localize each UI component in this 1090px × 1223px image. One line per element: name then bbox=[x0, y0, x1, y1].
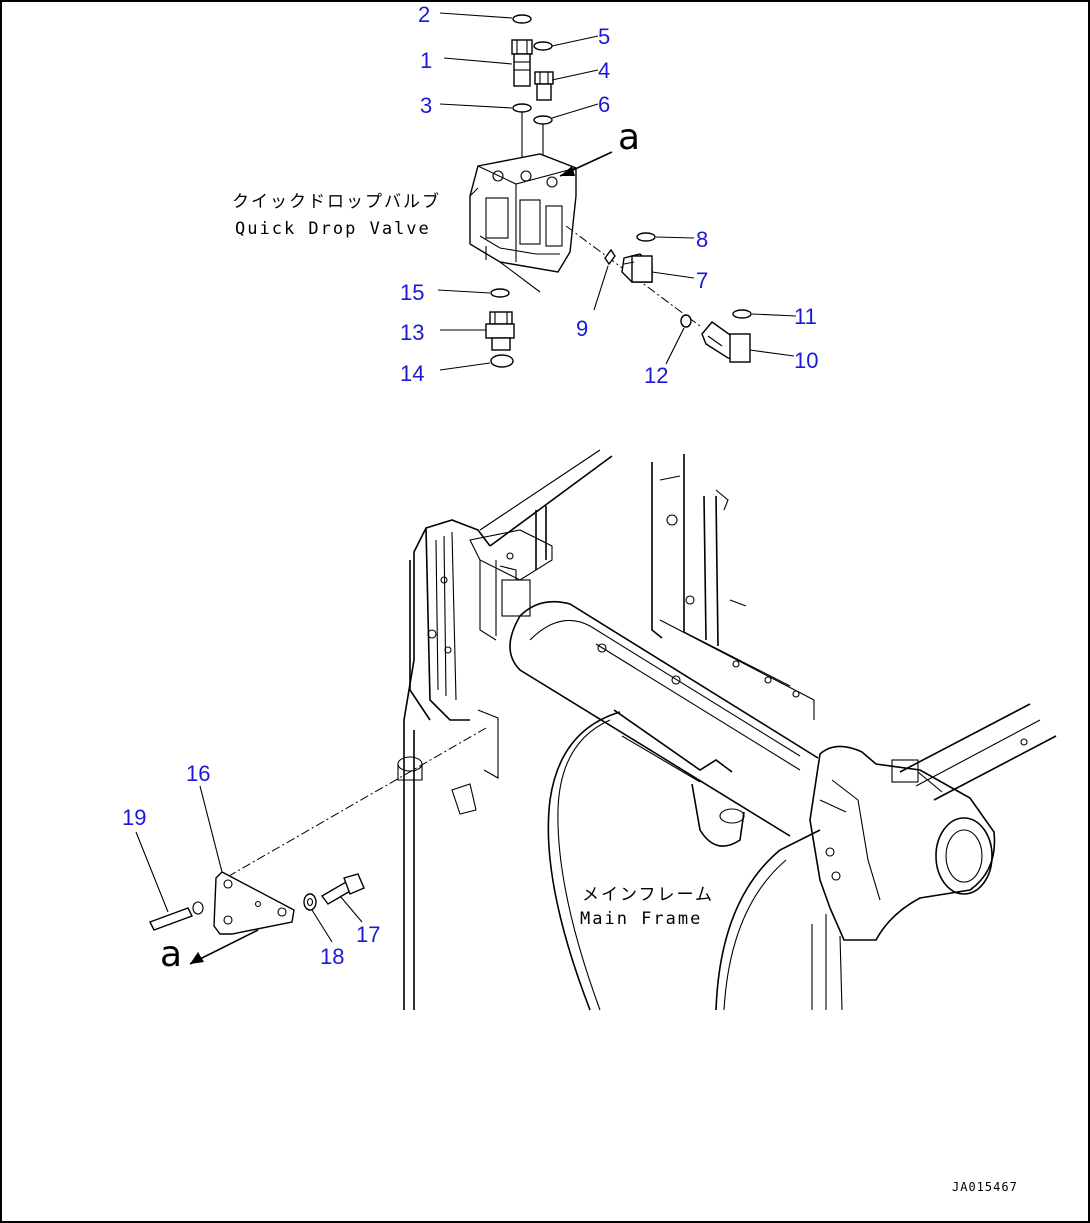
view-arrow-a-bottom bbox=[189, 929, 259, 965]
view-label-a-bottom: a bbox=[160, 934, 182, 975]
part-11-oring bbox=[732, 309, 752, 319]
part-9-oring bbox=[604, 248, 616, 266]
part-18-washer bbox=[303, 893, 317, 911]
part-3-oring bbox=[512, 103, 532, 113]
part-7-elbow bbox=[621, 253, 653, 283]
view-arrow-a-top bbox=[559, 151, 613, 177]
callout-6: 6 bbox=[598, 92, 610, 117]
callout-12: 12 bbox=[644, 363, 668, 388]
part-1-fitting bbox=[511, 39, 533, 87]
quick-drop-valve-body bbox=[469, 153, 577, 293]
leader-lines-lower bbox=[135, 785, 363, 943]
part-16-plate bbox=[213, 871, 295, 935]
part-6-oring bbox=[533, 115, 553, 125]
frame-label-jp: メインフレーム bbox=[582, 885, 714, 905]
leader-lines-upper bbox=[437, 12, 797, 371]
part-12-oring bbox=[680, 314, 692, 328]
callout-3: 3 bbox=[420, 93, 432, 118]
part-19-bolt bbox=[149, 901, 204, 931]
part-17-bolt bbox=[320, 873, 365, 905]
part-2-oring bbox=[512, 14, 532, 24]
callout-1: 1 bbox=[420, 48, 432, 73]
callout-18: 18 bbox=[320, 944, 344, 969]
valve-label-jp: クイックドロップバルブ bbox=[232, 191, 441, 212]
part-10-elbow bbox=[701, 321, 751, 363]
callout-9: 9 bbox=[576, 316, 588, 341]
callout-8: 8 bbox=[696, 227, 708, 252]
part-13-fitting bbox=[485, 311, 515, 351]
callout-7: 7 bbox=[696, 268, 708, 293]
part-5-oring bbox=[533, 41, 553, 51]
part-15-oring bbox=[490, 288, 510, 298]
frame-label-en: Main Frame bbox=[580, 909, 702, 929]
assembly-line bbox=[221, 727, 487, 881]
view-label-a-top: a bbox=[618, 117, 640, 158]
callout-14: 14 bbox=[400, 361, 424, 386]
part-4-fitting bbox=[534, 71, 554, 101]
callout-19: 19 bbox=[122, 805, 146, 830]
callout-2: 2 bbox=[418, 2, 430, 27]
callout-16: 16 bbox=[186, 761, 210, 786]
valve-label-en: Quick Drop Valve bbox=[235, 219, 431, 239]
main-frame bbox=[397, 449, 1057, 1011]
part-8-oring bbox=[636, 232, 656, 242]
callout-5: 5 bbox=[598, 24, 610, 49]
valve-assembly: a クイックドロップバルブ Quick Drop Valve bbox=[232, 14, 752, 368]
callout-11: 11 bbox=[794, 304, 817, 329]
callout-15: 15 bbox=[400, 280, 424, 305]
callouts: 2 1 3 5 4 6 8 7 9 11 10 12 15 13 14 16 1… bbox=[122, 2, 818, 969]
frame-hinge bbox=[809, 745, 996, 1011]
callout-4: 4 bbox=[598, 58, 610, 83]
part-14-oring bbox=[490, 354, 514, 368]
callout-13: 13 bbox=[400, 320, 424, 345]
callout-17: 17 bbox=[356, 922, 380, 947]
callout-10: 10 bbox=[794, 348, 818, 373]
drawing-code: JA015467 bbox=[952, 1180, 1018, 1194]
